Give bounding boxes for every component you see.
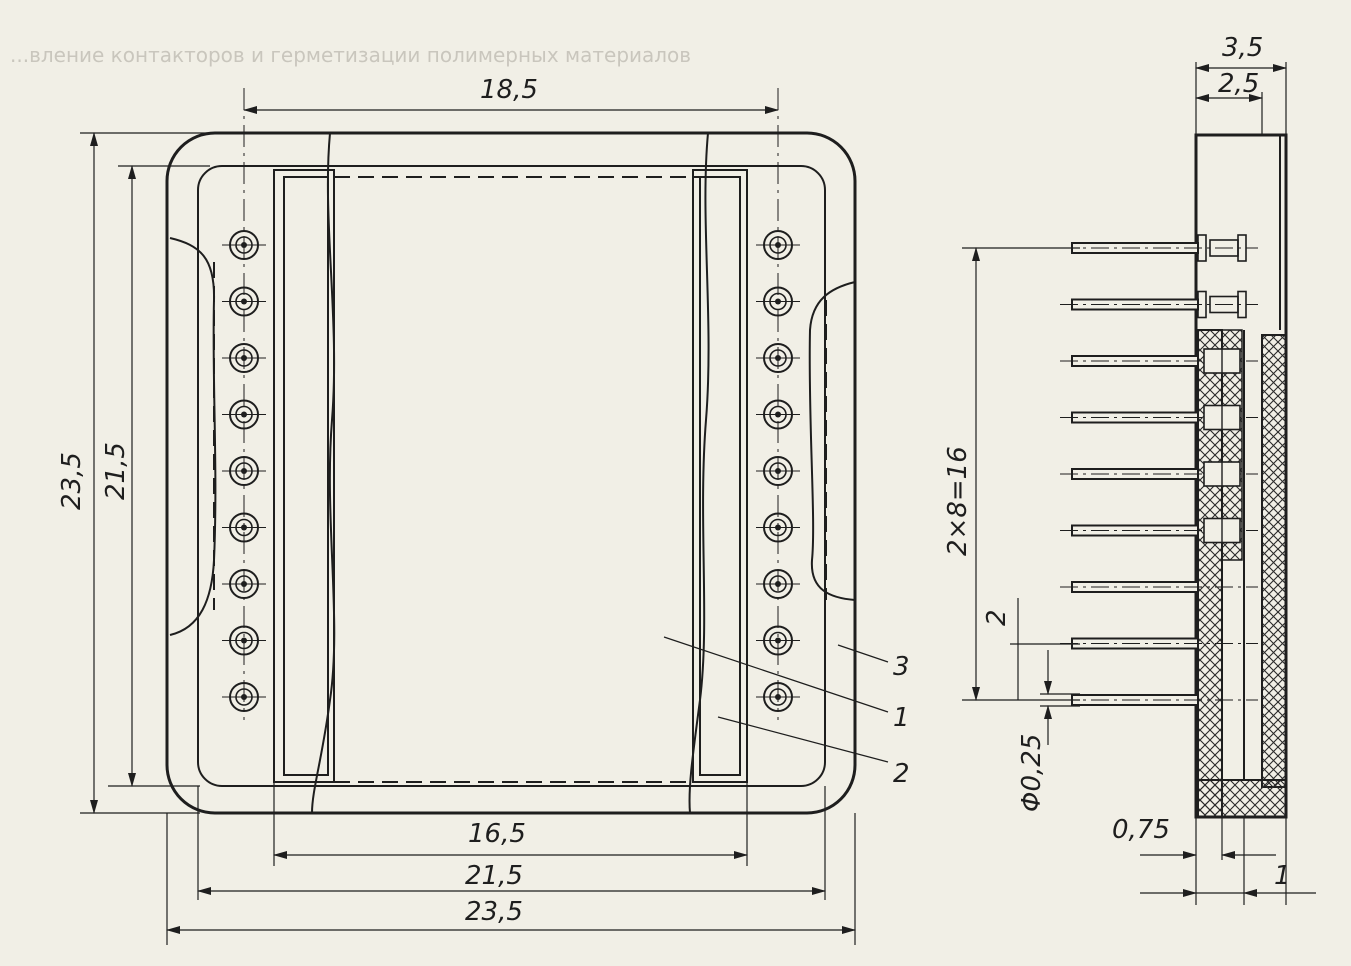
dim-label-16-5: 16,5 [468,819,526,849]
side-view: 3,5 2,5 2×8=16 2 Φ0,25 0,75 1 [943,33,1316,905]
front-view [165,88,857,815]
side-lead-9 [1060,694,1258,706]
dim-23-5-horizontal: 23,5 [166,813,856,945]
dim-label-pitch: 2 [982,609,1012,626]
dim-label-pin-span: 2×8=16 [943,446,973,556]
side-lead-3 [1060,348,1258,374]
dim-label-1: 1 [1274,861,1291,891]
side-left-hatch [1197,329,1223,818]
dim-16-5: 16,5 [273,782,748,866]
break-line-left [311,132,336,814]
dim-label-18-5: 18,5 [480,75,538,105]
side-wall-hatch [1261,334,1287,788]
dim-label-2-5: 2,5 [1218,69,1259,99]
dim-21-5-vertical: 21,5 [101,165,210,787]
left-strip-outer [273,169,335,783]
side-bottom-hatch [1197,779,1287,818]
side-lead-5 [1060,461,1258,487]
right-strip-inner [699,176,741,776]
dim-label-21-5-v: 21,5 [101,442,131,500]
dim-label-23-5-v: 23,5 [57,452,87,510]
dim-label-3-5: 3,5 [1222,33,1263,63]
callout-3: 3 [893,652,910,682]
dim-label-23-5-h: 23,5 [465,897,523,927]
background-page-text: ...вление контакторов и герметизации пол… [10,43,691,67]
side-lead-4 [1060,404,1258,431]
dim-label-21-5-h: 21,5 [465,861,523,891]
housing-break-right [808,281,856,601]
left-strip-inner [283,176,329,776]
side-lead-7 [1060,581,1258,593]
housing-break-left [169,237,217,636]
side-lead-2 [1060,290,1258,319]
side-lead-6 [1060,517,1258,544]
inner-housing [197,165,826,787]
side-lead-8 [1060,637,1258,650]
side-cell-block [1221,329,1243,561]
side-lead-1 [1060,234,1258,262]
side-pin-leads [1060,234,1258,706]
dim-18-5: 18,5 [243,75,779,114]
break-line-right [688,132,710,814]
dim-label-0-75: 0,75 [1112,815,1170,845]
callout-2: 2 [893,759,910,789]
callouts: 3 1 2 [663,636,910,789]
dim-21-5-horizontal: 21,5 [197,786,826,900]
dim-label-diameter: Φ0,25 [1017,734,1047,812]
right-strip-outer [692,169,748,783]
outer-housing [165,131,857,815]
callout-1: 1 [893,703,910,733]
dim-23-5-vertical: 23,5 [57,132,220,814]
